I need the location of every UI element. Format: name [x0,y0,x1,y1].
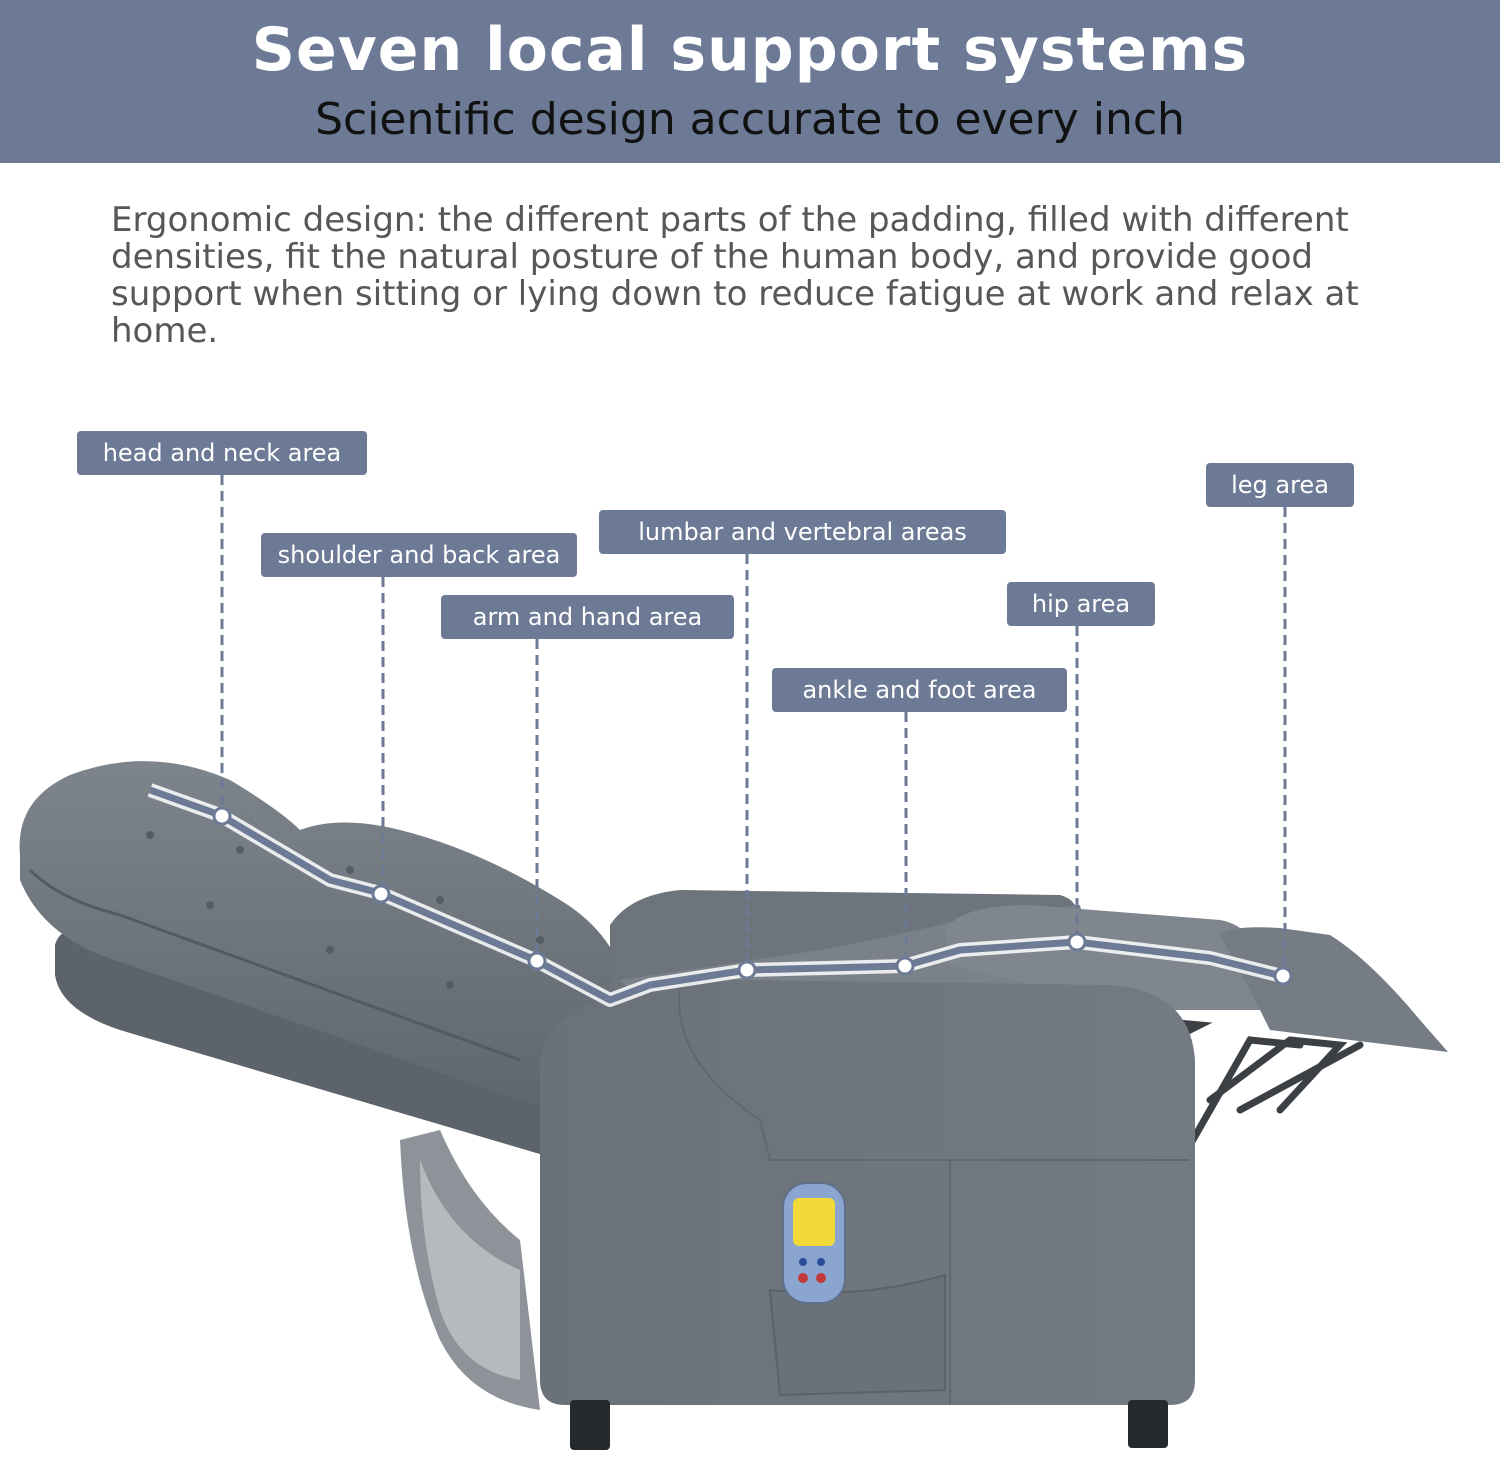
page-subtitle: Scientific design accurate to every inch [315,94,1185,145]
remote-control [782,1182,846,1304]
marker-hip [1067,932,1087,952]
page-title: Seven local support systems [251,15,1249,85]
chair-foot-back [1128,1400,1168,1448]
marker-arm [527,951,547,971]
foot-rest [1220,927,1448,1052]
label-head-and-neck-area: head and neck area [77,431,367,475]
header-banner: Seven local support systems Scientific d… [0,0,1500,163]
side-panel [540,979,1195,1405]
tufting [146,831,544,989]
marker-leg [1273,966,1293,986]
marker-shoulder [371,884,391,904]
marker-ankle [895,956,915,976]
label-leg-area: leg area [1206,463,1354,507]
label-hip-area: hip area [1007,582,1155,626]
label-ankle-and-foot-area: ankle and foot area [772,668,1067,712]
label-arm-and-hand-area: arm and hand area [441,595,734,639]
label-shoulder-and-back-area: shoulder and back area [261,533,577,577]
backrest-lower-cushion [55,929,560,1160]
leg-rest [945,905,1262,1010]
marker-head [212,806,232,826]
description-text: Ergonomic design: the different parts of… [111,200,1359,351]
backrest [19,761,631,1110]
chair-foot-front [570,1400,610,1450]
label-lumbar-and-vertebral-areas: lumbar and vertebral areas [599,510,1006,554]
recliner-base-mechanism [400,1130,540,1410]
marker-lumbar [737,960,757,980]
